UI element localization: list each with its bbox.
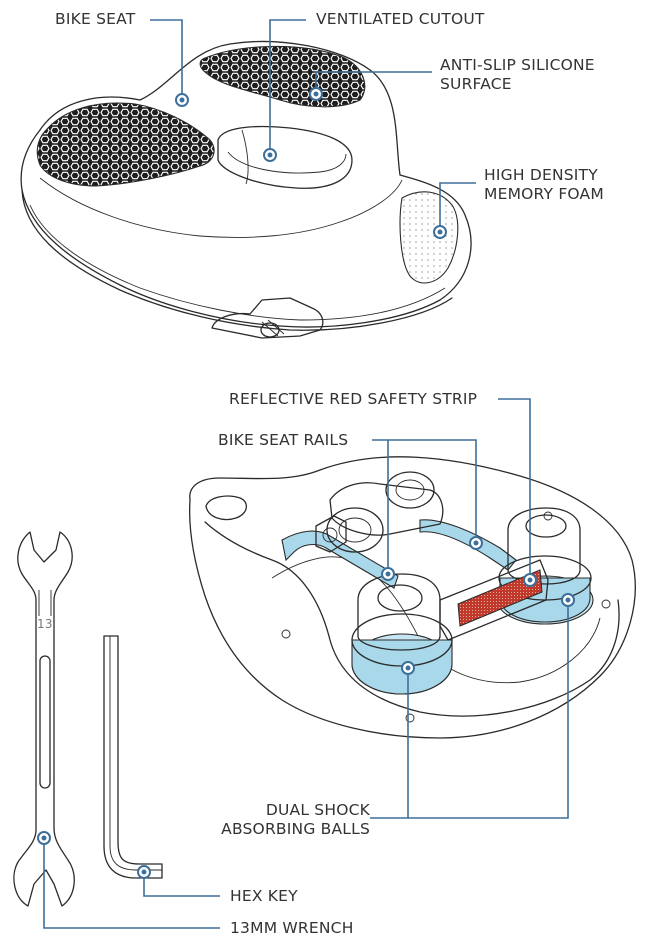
wrench-size-marking: 13 — [37, 617, 53, 631]
pointer-dot-icon — [523, 573, 537, 587]
label-seat-rails: BIKE SEAT RAILS — [218, 431, 349, 449]
bike-seat-illustration — [20, 40, 472, 339]
label-memory-foam: HIGH DENSITY MEMORY FOAM — [484, 166, 604, 204]
pointer-dot-icon — [433, 225, 447, 239]
pointer-dot-icon — [401, 661, 415, 675]
pointer-dot-icon — [175, 93, 189, 107]
label-reflective-strip: REFLECTIVE RED SAFETY STRIP — [229, 390, 478, 408]
label-ventilated-cutout: VENTILATED CUTOUT — [316, 10, 485, 28]
label-anti-slip-line-1: ANTI-SLIP SILICONE — [440, 56, 595, 74]
callout-leaders — [43, 19, 569, 929]
label-hex-key: HEX KEY — [230, 887, 298, 905]
reflective-strip — [457, 569, 543, 627]
pointer-dot-icon — [381, 567, 395, 581]
label-memory-foam-line-2: MEMORY FOAM — [484, 185, 604, 203]
pointer-dot-icon — [309, 87, 323, 101]
label-anti-slip-surface: ANTI-SLIP SILICONE SURFACE — [440, 56, 595, 94]
label-anti-slip-line-2: SURFACE — [440, 75, 512, 93]
wrench-illustration — [13, 531, 75, 907]
pointer-dot-icon — [263, 148, 277, 162]
pointer-dot-icon — [561, 593, 575, 607]
label-shock-balls: DUAL SHOCK ABSORBING BALLS — [214, 801, 370, 839]
label-memory-foam-line-1: HIGH DENSITY — [484, 166, 598, 184]
pointer-dot-icon — [37, 831, 51, 845]
label-wrench: 13MM WRENCH — [230, 919, 354, 937]
pointer-dot-icon — [469, 536, 483, 550]
label-shock-balls-line-2: ABSORBING BALLS — [221, 820, 370, 838]
label-bike-seat: BIKE SEAT — [55, 10, 136, 28]
callout-markers — [37, 87, 575, 879]
pointer-dot-icon — [137, 865, 151, 879]
label-shock-balls-line-1: DUAL SHOCK — [265, 801, 370, 819]
hex-key-illustration — [103, 635, 163, 879]
